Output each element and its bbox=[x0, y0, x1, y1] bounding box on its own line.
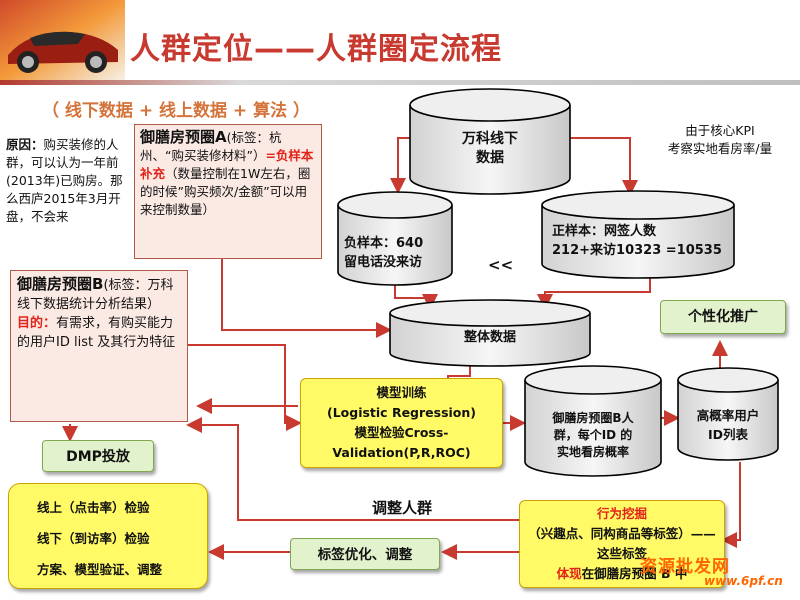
behavior-mining-box: 行为挖掘 （兴趣点、同构商品等标签）——这些标签 体现在御膳房预圈 B 中 bbox=[519, 500, 725, 588]
formula-subtitle: （ 线下数据 + 线上数据 + 算法 ） bbox=[42, 101, 310, 121]
box-a-preselect: 御膳房预圈A(标签：杭州、“购买装修材料”）=负样本补充（数量控制在1W左右，圈… bbox=[134, 124, 322, 259]
behavior-tail: 在御膳房预圈 B 中 bbox=[581, 566, 688, 581]
high-prob-line: 高概率用户 bbox=[696, 408, 760, 423]
box-b-tag-text: 万科线下数据统计分析结果） bbox=[17, 278, 174, 312]
crowd-b-line: 群，每个ID 的 bbox=[553, 428, 633, 442]
behavior-tail-red: 体现 bbox=[556, 566, 582, 581]
overall-data-label: 整体数据 bbox=[463, 330, 516, 345]
tag-optimization-box: 标签优化、调整 bbox=[290, 538, 440, 570]
box-a-rest: （数量控制在1W左右，圈的时候”购买频次/金额”可以用来控制数量） bbox=[140, 166, 311, 217]
validation-box: 线上（点击率）检验 线下（到访率）检验 方案、模型验证、调整 bbox=[8, 483, 208, 589]
cylinder-negative-sample bbox=[337, 191, 453, 286]
behavior-title: 行为挖掘 bbox=[596, 506, 647, 521]
cylinder-overall-data bbox=[389, 299, 591, 367]
reason-text: 购买装修的人群，可以认为一年前(2013年)已购房。那么西庐2015年3月开盘，… bbox=[6, 137, 123, 224]
kpi-note-line: 考察实地看房率/量 bbox=[667, 141, 773, 156]
negative-sample-line: 留电话没来访 bbox=[344, 255, 423, 270]
box-b-title: 御膳房预圈B bbox=[17, 275, 104, 293]
box-a-tag-text: 杭州、“购买装修材料”） bbox=[140, 130, 282, 163]
box-a-tag-prefix: (标签： bbox=[226, 130, 270, 145]
box-b-purpose-text: 有需求，有购买能力的用户ID list 及其行为特征 bbox=[17, 316, 176, 350]
cylinder-positive-sample bbox=[541, 190, 735, 279]
box-a-highlight: =负样本补充 bbox=[140, 148, 314, 181]
validation-line: 线上（点击率）检验 bbox=[37, 500, 150, 515]
model-line: 模型检验Cross- bbox=[354, 425, 449, 440]
dmp-box: DMP投放 bbox=[42, 440, 154, 472]
box-b-tag-prefix: (标签： bbox=[103, 278, 148, 293]
positive-sample-label: 正样本：网签人数 212+来访10323 =10535 bbox=[546, 222, 736, 260]
watermark-url: www.6pf.cn bbox=[704, 574, 783, 588]
high-prob-line: ID列表 bbox=[707, 427, 749, 442]
box-b-purpose-label: 目的： bbox=[17, 316, 57, 331]
reason-label: 原因： bbox=[6, 137, 44, 152]
car-logo-image bbox=[0, 0, 125, 80]
crowd-b-line: 御膳房预圈B人 bbox=[552, 411, 634, 425]
box-a-title: 御膳房预圈A bbox=[140, 128, 227, 146]
adjust-crowd-label: 调整人群 bbox=[372, 499, 433, 517]
reason-note: 原因：购买装修的人群，可以认为一年前(2013年)已购房。那么西庐2015年3月… bbox=[6, 136, 131, 226]
watermark-text: 资源批发网 bbox=[640, 557, 730, 577]
cylinder-vanke-offline bbox=[409, 88, 571, 195]
personalization-box: 个性化推广 bbox=[660, 300, 786, 334]
kpi-note: 由于核心KPI 考察实地看房率/量 bbox=[640, 122, 800, 158]
cylinder-crowd-b bbox=[524, 365, 662, 477]
title-divider bbox=[0, 80, 800, 85]
vanke-offline-label: 万科线下 数据 bbox=[410, 130, 570, 168]
validation-line: 线下（到访率）检验 bbox=[37, 531, 150, 546]
behavior-body: （兴趣点、同构商品等标签）——这些标签 bbox=[528, 526, 716, 561]
validation-line: 方案、模型验证、调整 bbox=[37, 562, 163, 577]
model-training-box: 模型训练 (Logistic Regression) 模型检验Cross- Va… bbox=[300, 378, 503, 468]
box-b-preselect: 御膳房预圈B(标签：万科线下数据统计分析结果） 目的：有需求，有购买能力的用户ID… bbox=[10, 270, 188, 422]
personalization-label: 个性化推广 bbox=[688, 309, 758, 325]
negative-sample-label: 负样本：640 留电话没来访 bbox=[338, 234, 452, 272]
vanke-offline-line: 万科线下 bbox=[462, 131, 518, 147]
high-prob-label: 高概率用户 ID列表 bbox=[678, 406, 778, 444]
dmp-label: DMP投放 bbox=[66, 449, 130, 465]
crowd-b-line: 实地看房概率 bbox=[556, 445, 629, 459]
crowd-b-label: 御膳房预圈B人 群，每个ID 的 实地看房概率 bbox=[525, 410, 661, 461]
less-than-sign: << bbox=[488, 256, 514, 274]
tag-optimization-label: 标签优化、调整 bbox=[317, 547, 413, 563]
positive-sample-line: 正样本：网签人数 bbox=[552, 224, 657, 239]
negative-sample-line: 负样本：640 bbox=[344, 236, 424, 251]
cylinder-high-prob bbox=[677, 367, 779, 461]
model-line: 模型训练 bbox=[376, 385, 427, 400]
positive-sample-line: 212+来访10323 =10535 bbox=[552, 243, 722, 258]
model-line: (Logistic Regression) bbox=[326, 405, 477, 420]
page-title: 人群定位——人群圈定流程 bbox=[130, 32, 502, 67]
vanke-offline-line: 数据 bbox=[476, 150, 504, 166]
kpi-note-line: 由于核心KPI bbox=[685, 123, 755, 138]
model-line: Validation(P,R,ROC) bbox=[332, 445, 471, 460]
